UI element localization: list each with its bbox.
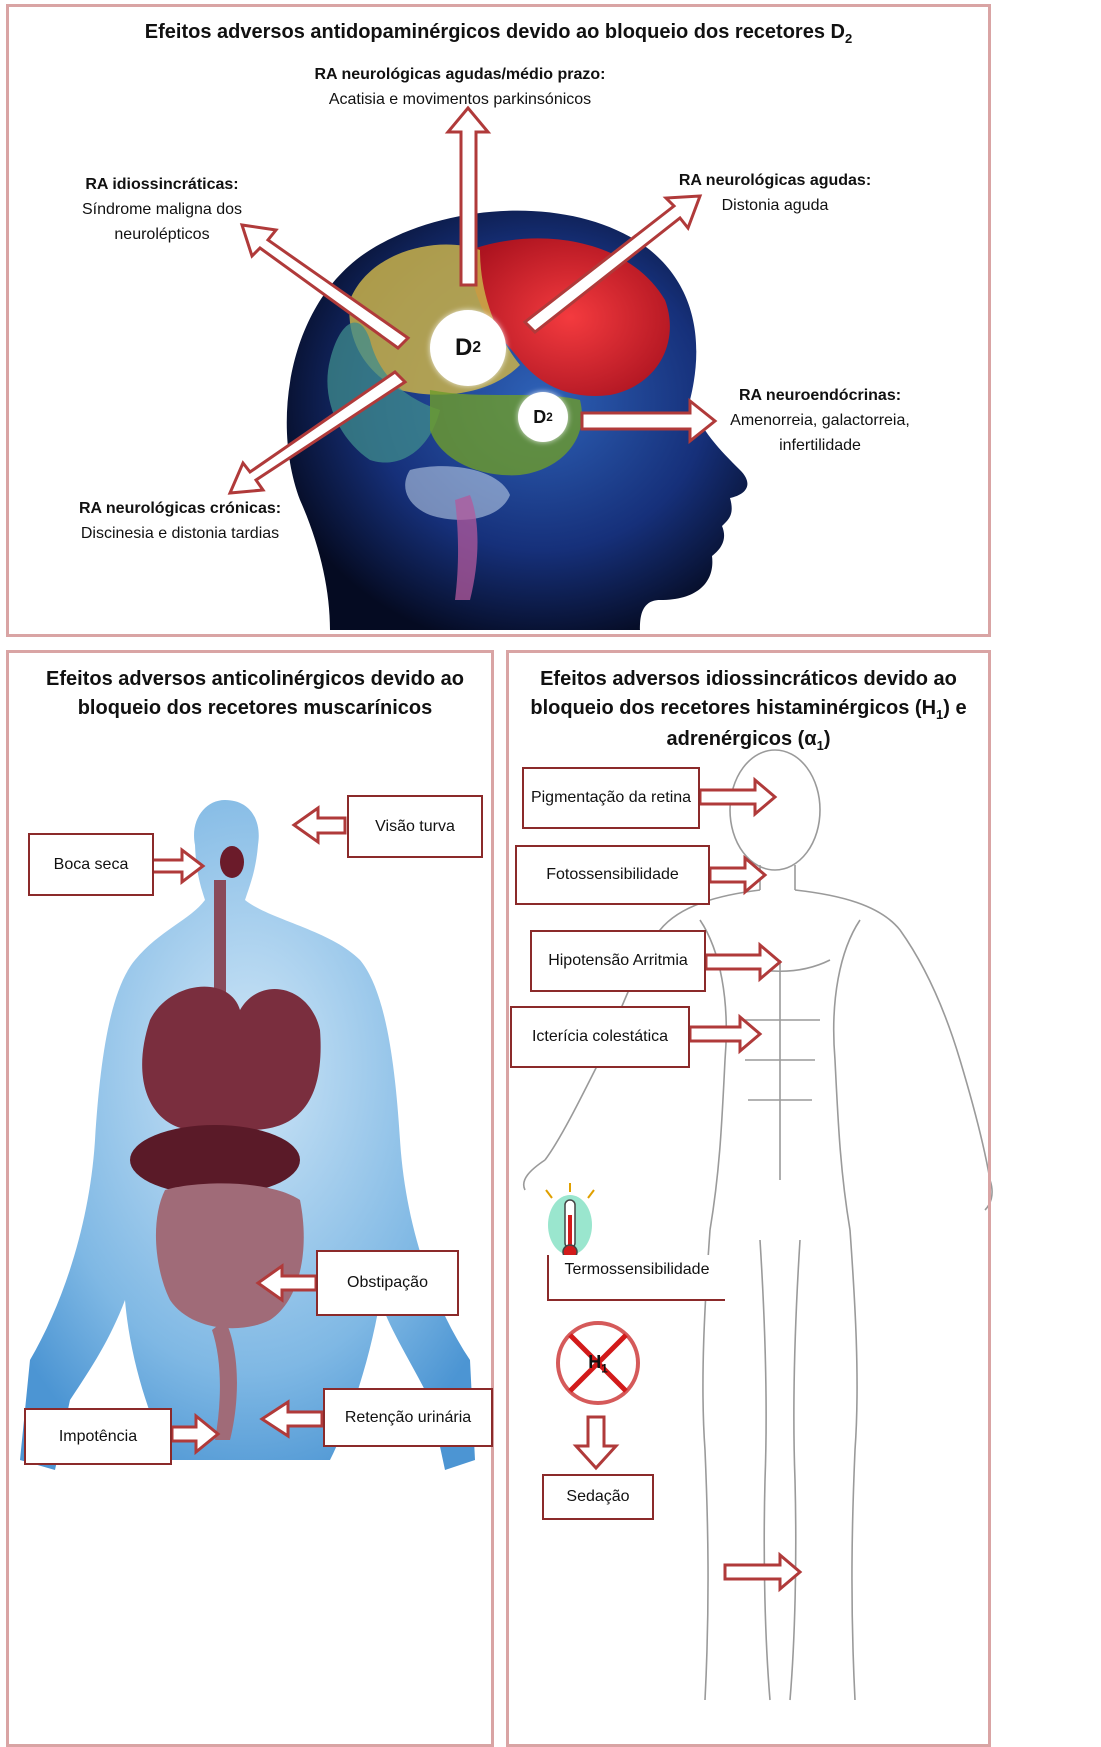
- label-acatisia: RA neurológicas agudas/médio prazo: Acat…: [250, 62, 670, 112]
- left-title: Efeitos adversos anticolinérgicos devido…: [40, 665, 470, 723]
- box-boca-seca: Boca seca: [28, 833, 154, 896]
- box-fotossensibilidade: Fotossensibilidade: [515, 845, 710, 905]
- label-discinesia: RA neurológicas crónicas: Discinesia e d…: [60, 496, 300, 546]
- box-sedacao: Sedação: [542, 1474, 654, 1520]
- box-ictericia: Icterícia colestática: [510, 1006, 690, 1068]
- top-title: Efeitos adversos antidopaminérgicos devi…: [6, 18, 991, 49]
- box-hipotensao: Hipotensão Arritmia: [530, 930, 706, 992]
- box-pigmentacao: Pigmentação da retina: [522, 767, 700, 829]
- d2-receptor-small: D2: [518, 392, 568, 442]
- right-title: Efeitos adversos idiossincráticos devido…: [516, 665, 981, 756]
- box-visao-turva: Visão turva: [347, 795, 483, 858]
- d2-receptor-large: D2: [430, 310, 506, 386]
- box-obstipacao: Obstipação: [316, 1250, 459, 1316]
- blocked-h1-label: H1: [578, 1352, 618, 1376]
- box-termossensibilidade: Termossensibilidade: [547, 1255, 725, 1301]
- label-sindrome: RA idiossincráticas: Síndrome maligna do…: [52, 172, 272, 247]
- label-neuroendocrinas: RA neuroendócrinas: Amenorreia, galactor…: [715, 383, 925, 458]
- box-retencao: Retenção urinária: [323, 1388, 493, 1447]
- box-impotencia: Impotência: [24, 1408, 172, 1465]
- label-distonia: RA neurológicas agudas: Distonia aguda: [655, 168, 895, 218]
